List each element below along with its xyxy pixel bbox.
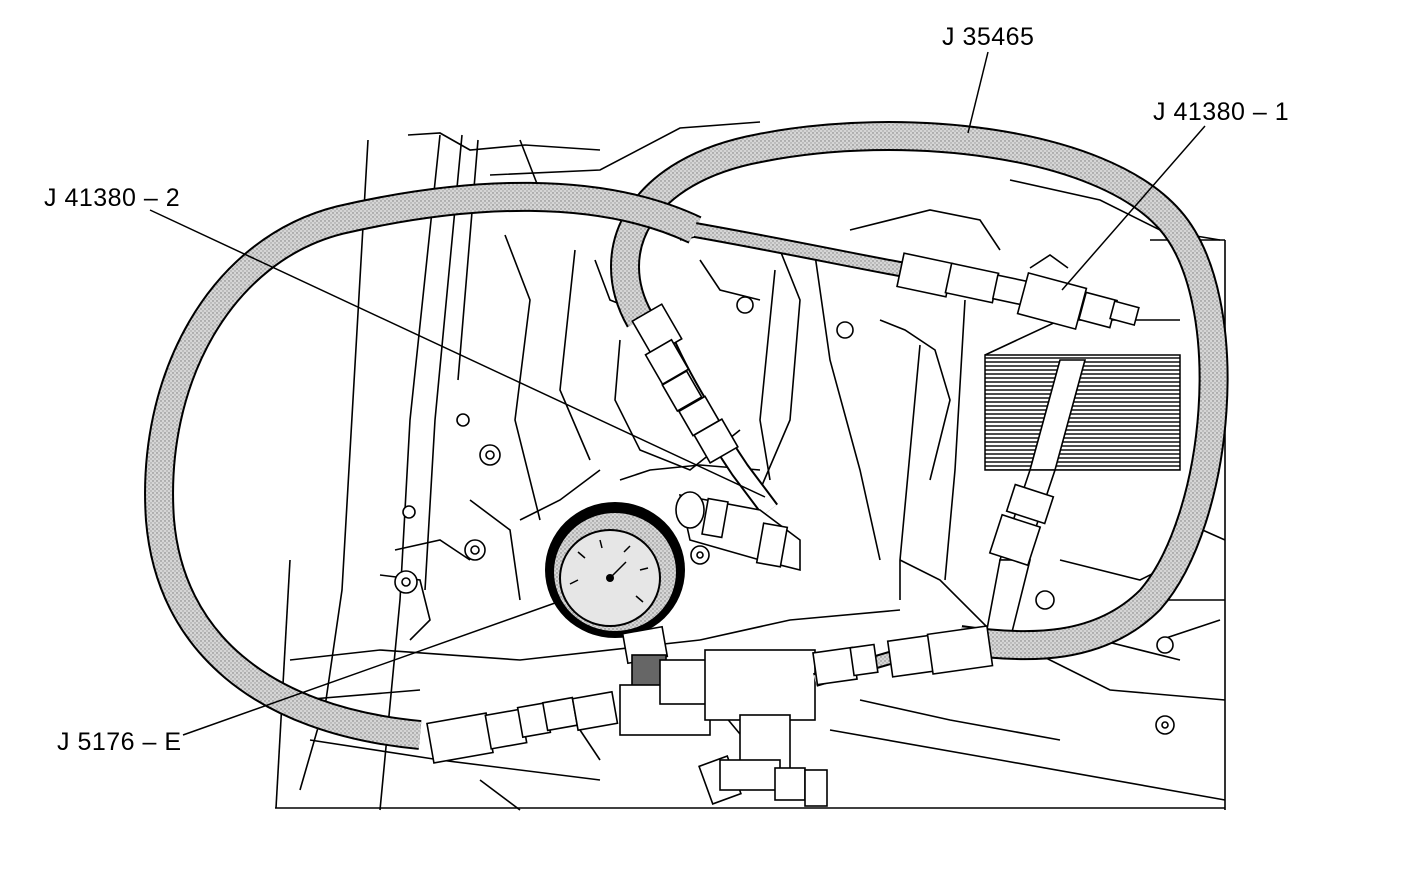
fitting-j41380-1 [896,252,1140,331]
background-structure [275,121,1226,811]
connector-chain-upper [631,303,739,464]
leader-j41380-1 [1061,125,1206,291]
leader-lines [149,51,1206,736]
gauge-j5176-e [545,502,685,638]
manifold-tee [619,625,828,807]
refrigerant-line [984,359,1087,641]
connector-chain-lower-right [812,625,994,686]
leader-j41380-2 [149,209,766,498]
callout-j41380-1: J 41380 – 1 [1153,98,1290,126]
leader-j35465 [967,51,989,134]
callout-j5176-e: J 5176 – E [57,728,182,756]
leader-j5176-e [182,602,556,736]
condenser-fins [984,354,1181,471]
callout-j35465: J 35465 [942,23,1035,51]
center-pipe [675,491,801,572]
connector-chain-lower-left [426,690,619,764]
callout-j41380-2: J 41380 – 2 [44,184,181,212]
